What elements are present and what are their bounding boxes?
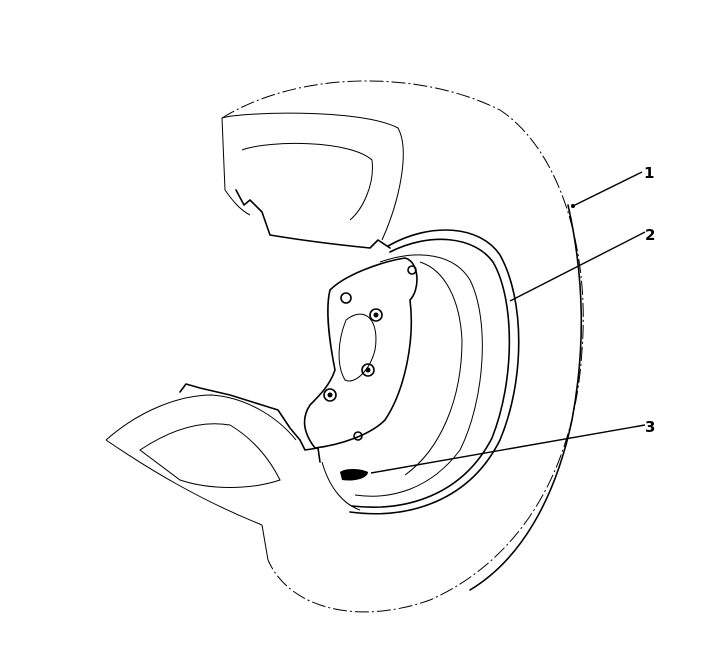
leader-lines bbox=[370, 171, 646, 474]
rim bbox=[321, 229, 520, 515]
callout-2-rim: 2 bbox=[645, 226, 655, 244]
valve-stem bbox=[340, 469, 368, 481]
tire bbox=[105, 80, 584, 613]
callout-3-valve-stem: 3 bbox=[645, 418, 655, 436]
hub bbox=[303, 257, 418, 449]
callout-1-tire: 1 bbox=[644, 164, 654, 182]
